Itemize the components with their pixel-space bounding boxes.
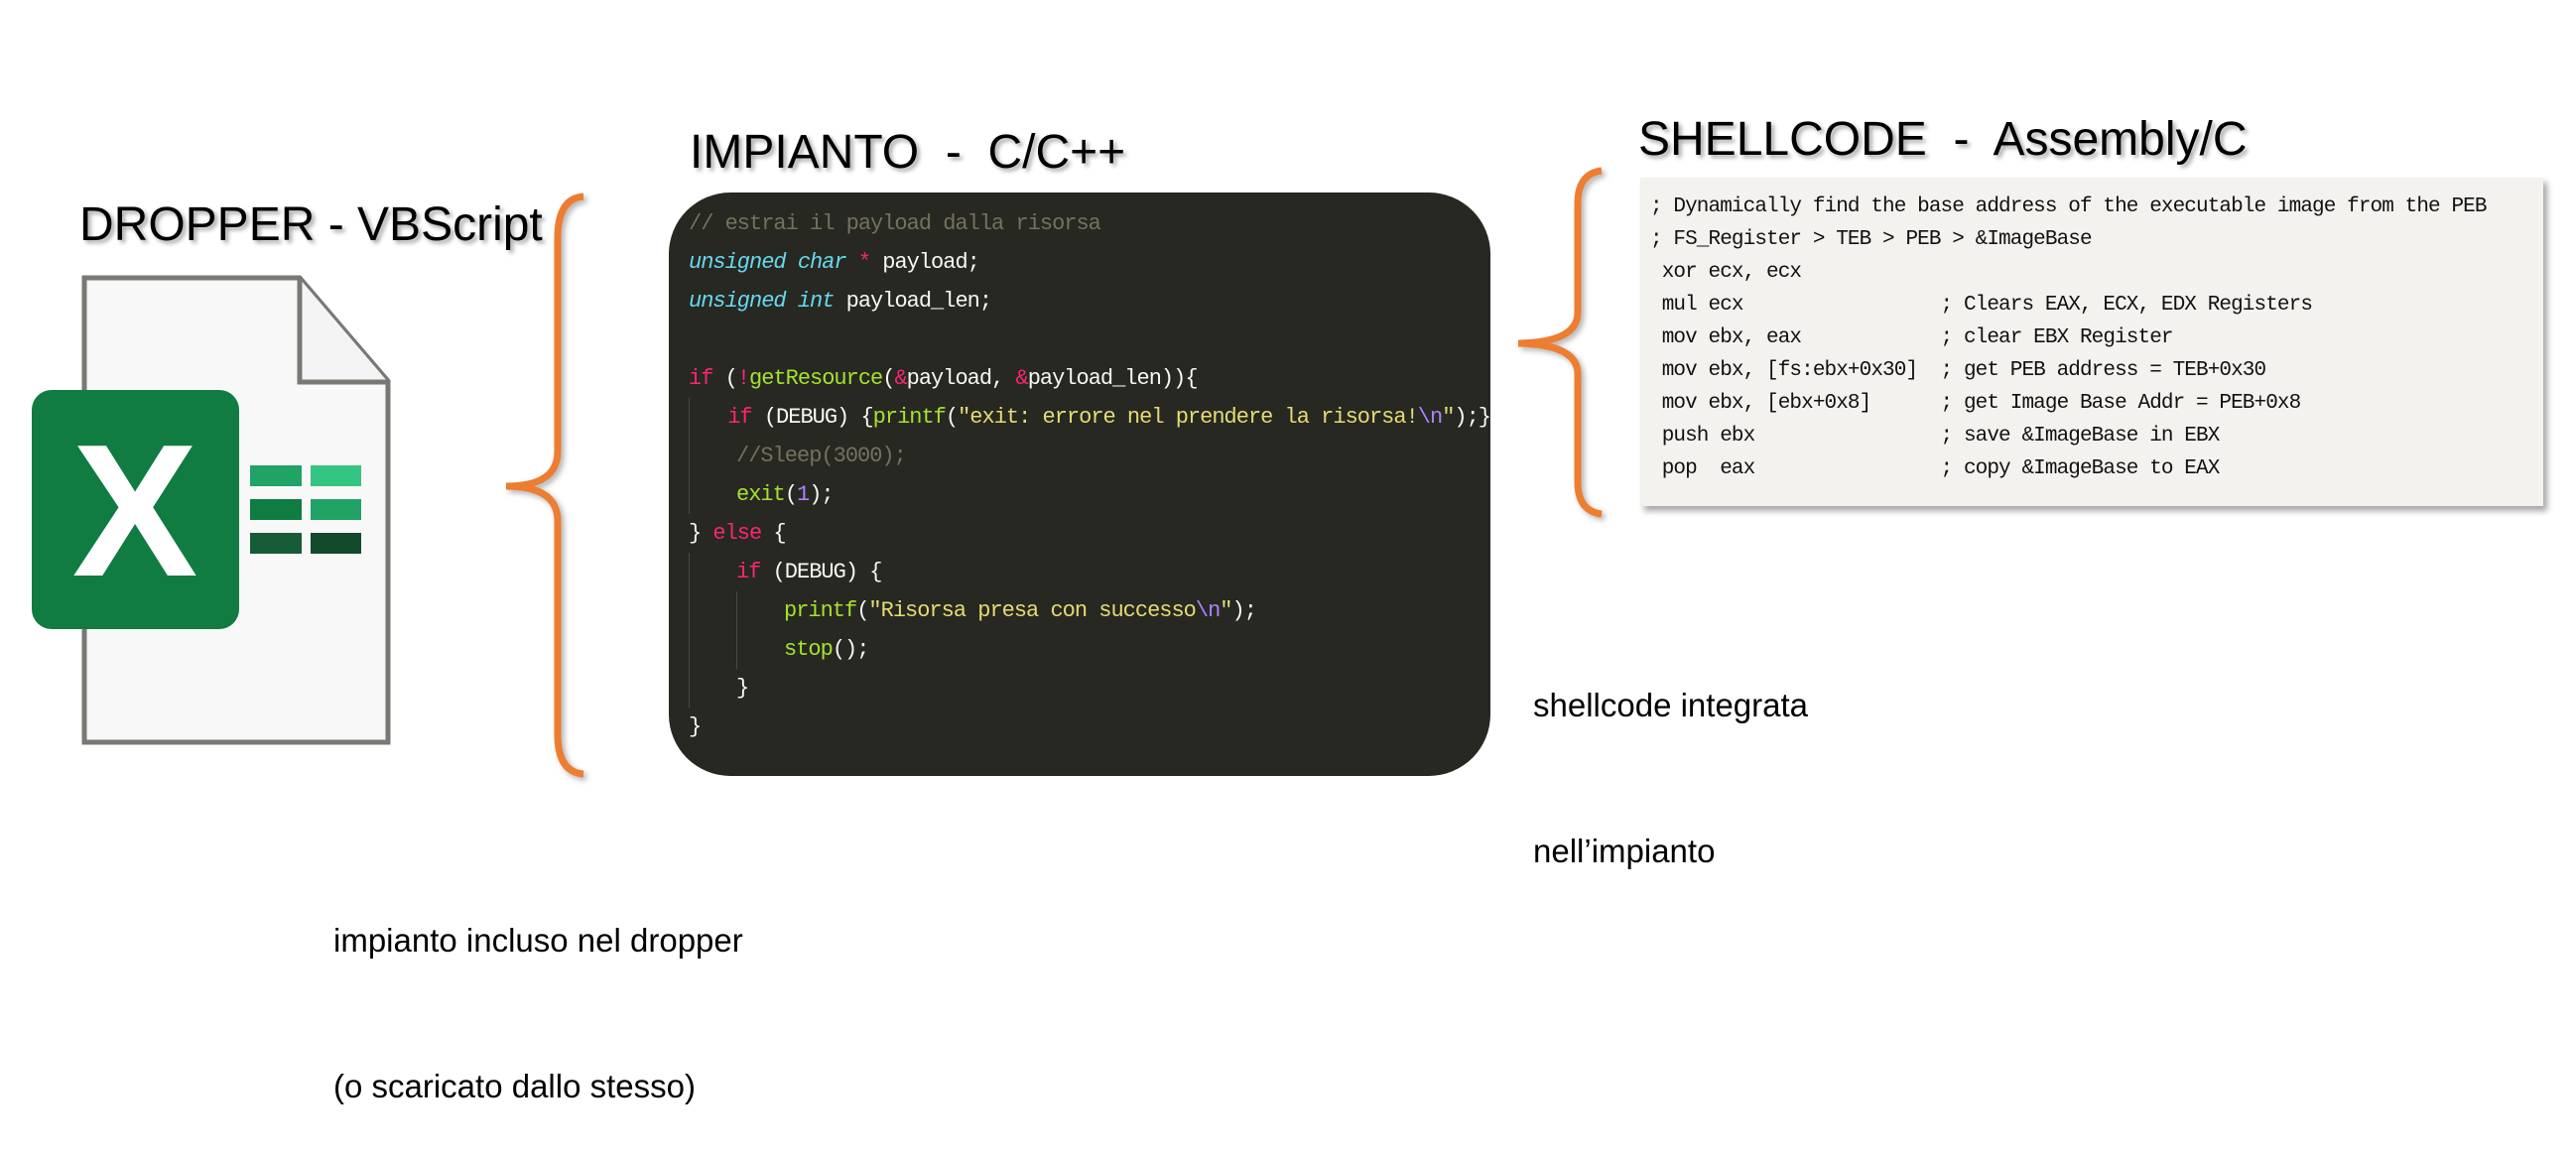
code-line: stop();	[689, 630, 1490, 669]
code-line: unsigned int payload_len;	[689, 282, 1490, 321]
code-token-plain: {	[761, 521, 786, 546]
code-token-kw: *	[857, 250, 871, 275]
assembly-line: mul ecx ; Clears EAX, ECX, EDX Registers	[1650, 294, 2313, 317]
dropper-caption-line: (o scaricato dallo stesso)	[333, 1068, 696, 1104]
code-token-plain: (DEBUG) {	[751, 405, 874, 430]
assembly-line: xor ecx, ecx	[1650, 261, 1802, 284]
code-token-type: unsigned int	[689, 289, 835, 314]
code-line: printf("Risorsa presa con successo\n");	[689, 591, 1490, 630]
assembly-code-panel: ; Dynamically find the base address of t…	[1640, 178, 2543, 506]
code-token-esc: \n	[1195, 598, 1221, 623]
code-token-kw: else	[712, 521, 762, 546]
code-token-plain: (	[784, 482, 798, 507]
indent-guide	[689, 398, 727, 437]
code-token-str: "	[1220, 598, 1232, 623]
code-token-plain: ();	[832, 637, 870, 662]
code-line: //Sleep(3000);	[689, 437, 1490, 475]
assembly-line: mov ebx, eax ; clear EBX Register	[1650, 326, 2174, 349]
code-token-plain: );	[809, 482, 834, 507]
code-token-kw: &	[894, 366, 907, 391]
middle-brace	[1517, 167, 1603, 518]
shellcode-caption-line: nell’impianto	[1533, 833, 1716, 869]
code-token-plain: payload_len)){	[1027, 366, 1199, 391]
assembly-line: pop eax ; copy &ImageBase to EAX	[1650, 457, 2221, 480]
code-token-kw: if	[736, 560, 761, 584]
code-token-fn: printf	[872, 405, 947, 430]
code-token-str: "	[1442, 405, 1455, 430]
code-token-plain: payload_len;	[834, 289, 992, 314]
code-token-comment: // estrai il payload dalla risorsa	[689, 211, 1101, 236]
indent-guide	[689, 475, 736, 514]
code-token-plain: (	[856, 598, 869, 623]
code-token-kw: !	[736, 366, 750, 391]
shellcode-caption-line: shellcode integrata	[1533, 687, 1809, 723]
code-token-fn: printf	[784, 598, 857, 623]
indent-guide	[689, 630, 736, 669]
assembly-line: ; Dynamically find the base address of t…	[1650, 195, 2487, 218]
indent-guide	[689, 437, 736, 475]
code-line: // estrai il payload dalla risorsa	[689, 204, 1490, 243]
indent-guide	[689, 553, 736, 591]
code-token-plain: (	[712, 366, 738, 391]
shellcode-caption: shellcode integrata nell’impianto	[1533, 583, 1808, 924]
code-line: }	[689, 708, 1490, 746]
code-token-plain: );}	[1454, 405, 1491, 430]
code-token-fn: exit	[736, 482, 786, 507]
assembly-line: mov ebx, [fs:ebx+0x30] ; get PEB address…	[1650, 359, 2266, 382]
code-token-num: 1	[797, 482, 810, 507]
code-token-str: "Risorsa presa con successo	[868, 598, 1196, 623]
code-token-plain: }	[736, 676, 749, 701]
left-brace	[505, 193, 584, 778]
code-token-plain: }	[689, 521, 713, 546]
code-token-plain: payload,	[906, 366, 1016, 391]
code-line: if (!getResource(&payload, &payload_len)…	[689, 359, 1490, 398]
dropper-caption: impianto incluso nel dropper (o scaricat…	[333, 819, 743, 1159]
assembly-line: ; FS_Register > TEB > PEB > &ImageBase	[1650, 228, 2093, 251]
code-token-fn: stop	[784, 637, 834, 662]
indent-guide	[736, 630, 784, 669]
excel-x-letter: X	[72, 406, 198, 616]
excel-file-icon: X	[32, 275, 391, 745]
code-token-plain: (DEBUG) {	[760, 560, 883, 584]
indent-guide	[689, 669, 736, 708]
code-line: unsigned char * payload;	[689, 243, 1490, 282]
code-token-plain: payload;	[870, 250, 980, 275]
code-token-type: unsigned char	[689, 250, 847, 275]
code-editor-panel: // estrai il payload dalla risorsa unsign…	[669, 193, 1491, 776]
code-line: exit(1);	[689, 475, 1490, 514]
dropper-title: DROPPER - VBScript	[79, 198, 543, 251]
code-token-plain: (	[945, 405, 959, 430]
indent-guide	[689, 591, 736, 630]
assembly-line: mov ebx, [ebx+0x8] ; get Image Base Addr…	[1650, 392, 2302, 415]
code-token-comment: //Sleep(3000);	[736, 444, 907, 468]
code-token-fn: getResource	[749, 366, 883, 391]
code-token-kw: if	[689, 366, 713, 391]
code-token-str: "exit: errore nel prendere la risorsa!	[958, 405, 1419, 430]
code-token-plain: );	[1231, 598, 1257, 623]
indent-guide	[736, 591, 784, 630]
code-line: if (DEBUG) {printf("exit: errore nel pre…	[689, 398, 1491, 437]
assembly-line: push ebx ; save &ImageBase in EBX	[1650, 425, 2221, 448]
impianto-title: IMPIANTO - C/C++	[690, 126, 1126, 179]
code-token-plain: (	[882, 366, 895, 391]
shellcode-title: SHELLCODE - Assembly/C	[1638, 113, 2248, 166]
code-line: } else {	[689, 514, 1490, 553]
code-line: if (DEBUG) {	[689, 553, 1490, 591]
code-token-esc: \n	[1417, 405, 1443, 430]
excel-badge	[32, 390, 239, 629]
code-line: }	[689, 669, 1490, 708]
code-token-plain: }	[689, 714, 702, 739]
code-token-kw: &	[1015, 366, 1028, 391]
dropper-caption-line: impianto incluso nel dropper	[333, 922, 743, 959]
code-token-kw: if	[727, 405, 752, 430]
